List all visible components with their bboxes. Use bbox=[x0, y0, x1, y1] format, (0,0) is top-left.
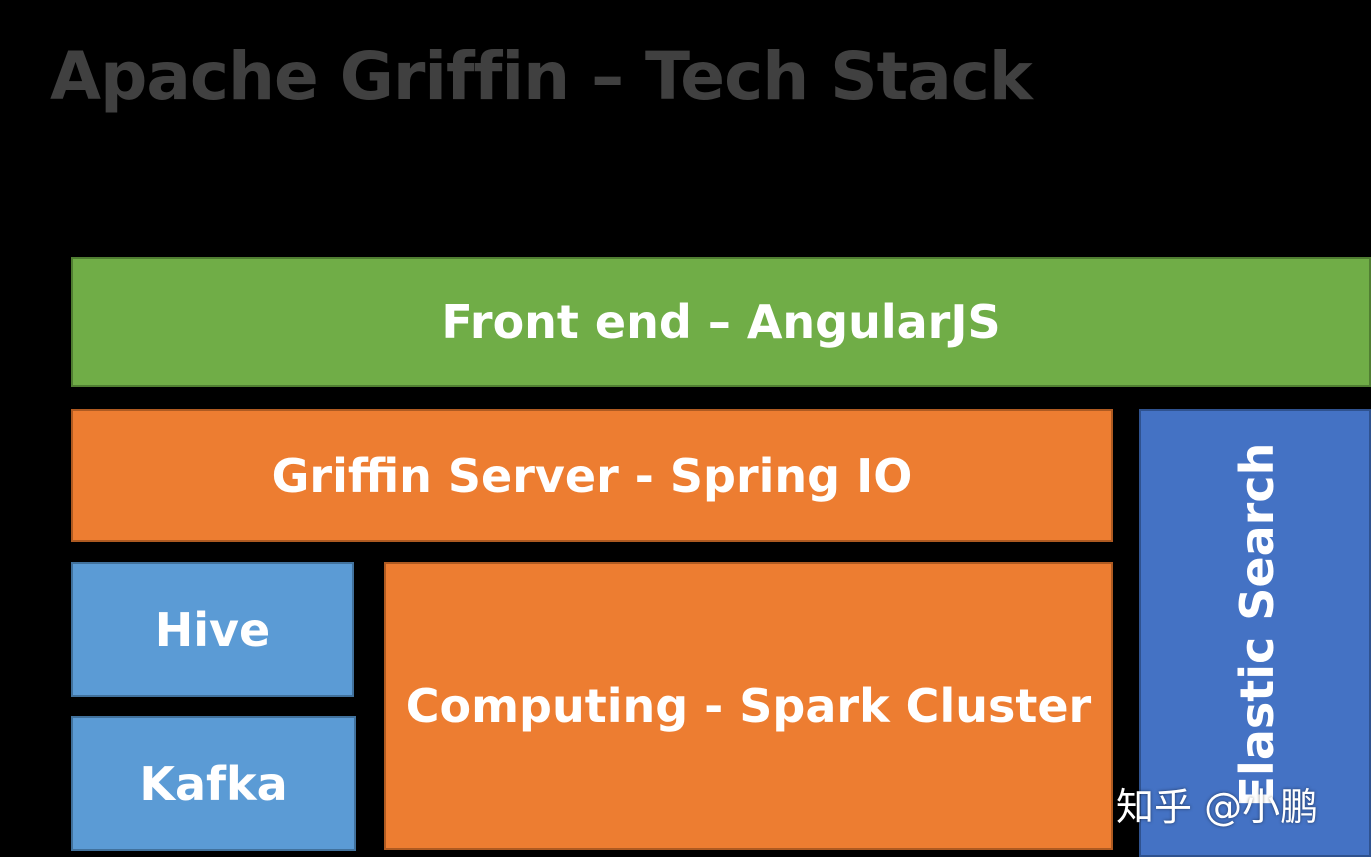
hive-label: Hive bbox=[154, 602, 271, 657]
griffin-server-block: Griffin Server - Spring IO bbox=[71, 409, 1113, 542]
slide-title: Apache Griffin – Tech Stack bbox=[50, 38, 1033, 115]
hive-block: Hive bbox=[71, 562, 354, 697]
watermark: 知乎 @小鹏 bbox=[1116, 785, 1319, 829]
kafka-label: Kafka bbox=[139, 756, 288, 811]
frontend-label: Front end – AngularJS bbox=[441, 295, 1001, 349]
griffin-server-label: Griffin Server - Spring IO bbox=[271, 448, 913, 503]
elastic-search-block: Elastic Search bbox=[1139, 409, 1371, 857]
elastic-search-label: Elastic Search bbox=[1230, 442, 1284, 808]
computing-label: Computing - Spark Cluster bbox=[405, 679, 1092, 733]
computing-block: Computing - Spark Cluster bbox=[384, 562, 1113, 850]
frontend-block: Front end – AngularJS bbox=[71, 257, 1371, 387]
kafka-block: Kafka bbox=[71, 716, 356, 851]
